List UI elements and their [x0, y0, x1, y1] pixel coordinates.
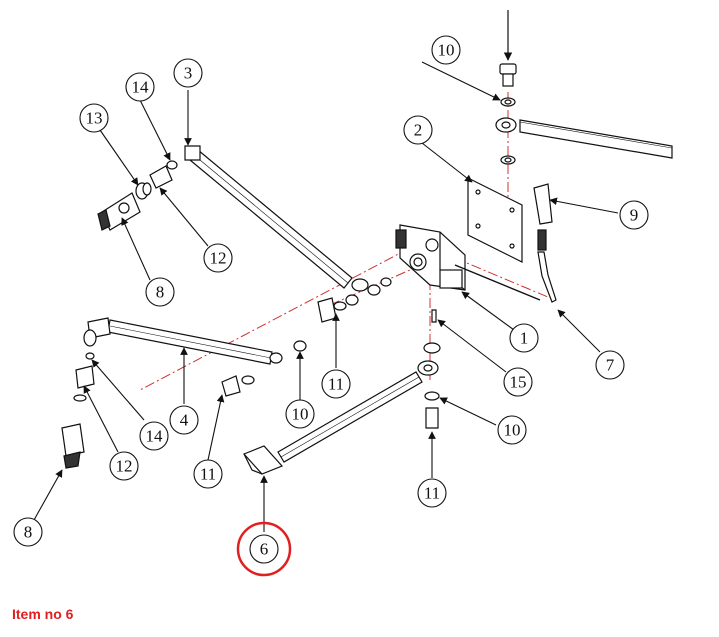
leader-lines: [33, 61, 619, 532]
callout-15: 15: [510, 373, 527, 392]
hose-top-right: [495, 117, 673, 159]
callout-labels: 10 2 3 14 13 12 8 1 9 7 15 10 11 11 10 1…: [24, 41, 639, 559]
callout-4: 4: [180, 411, 189, 430]
mounting-plate: [467, 177, 523, 263]
callout-14-bottom: 14: [146, 427, 164, 446]
callout-13: 13: [86, 109, 103, 128]
callout-8-top: 8: [156, 283, 165, 302]
exploded-parts-diagram: 10 2 3 14 13 12 8 1 9 7 15 10 11 11 10 1…: [13, 10, 673, 577]
callout-11-bottom: 11: [424, 484, 440, 503]
valve-handle: [454, 183, 557, 303]
callout-7: 7: [606, 356, 615, 375]
hose-item-4: [83, 317, 283, 365]
highlight-ring: [236, 521, 292, 577]
hose-item-6: [242, 360, 439, 475]
callout-12-top: 12: [210, 249, 227, 268]
callout-8-bottom: 8: [24, 523, 33, 542]
callout-11-center: 11: [328, 375, 344, 394]
top-banjo-bolt: [499, 10, 517, 165]
callout-12-bottom: 12: [116, 457, 133, 476]
left-fitting-group: [97, 160, 178, 231]
bolts-and-washers: [221, 294, 441, 429]
callout-10-right: 10: [504, 421, 521, 440]
callout-9: 9: [630, 206, 639, 225]
callout-6: 6: [260, 540, 269, 559]
item-caption: Item no 6: [12, 606, 74, 622]
callout-11-left: 11: [200, 465, 216, 484]
lower-left-fittings: [61, 352, 95, 469]
callout-1: 1: [520, 329, 529, 348]
callout-2: 2: [414, 121, 423, 140]
hose-item-3: [184, 145, 392, 296]
callout-circles: [13, 35, 649, 564]
callout-3: 3: [184, 64, 193, 83]
control-valve: [395, 224, 466, 291]
callout-10-center: 10: [292, 405, 309, 424]
callout-14-top: 14: [132, 78, 150, 97]
callout-10-top: 10: [438, 41, 455, 60]
